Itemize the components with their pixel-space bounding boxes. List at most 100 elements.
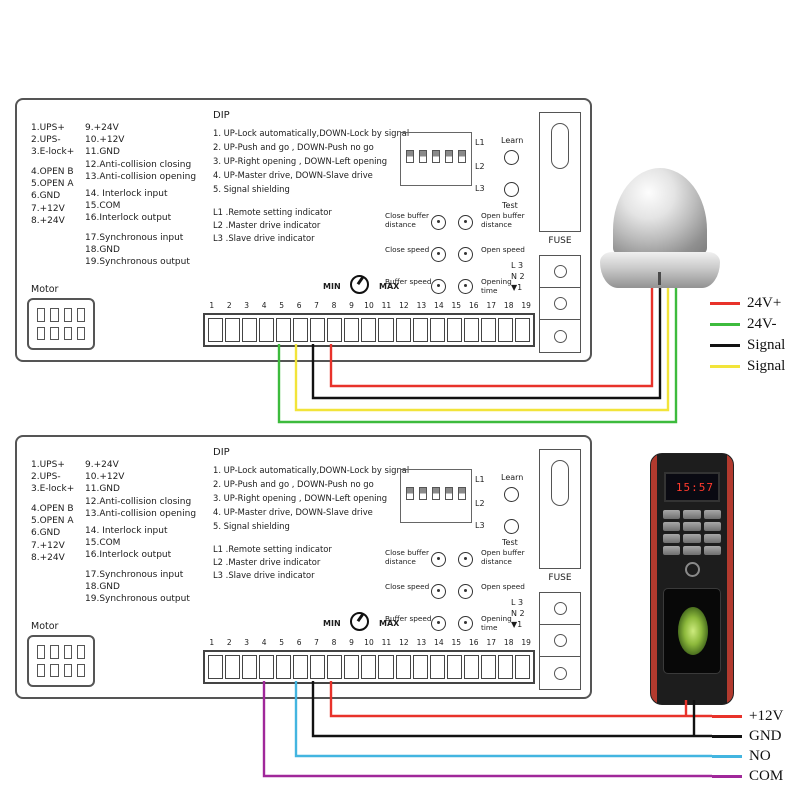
terminal-number: 17 [486, 301, 496, 310]
dip-switch [445, 487, 453, 500]
terminal-cell [327, 318, 343, 342]
terminal-number: 13 [416, 301, 427, 310]
led-l1-label: L1 [475, 138, 485, 147]
terminal-number: 12 [399, 301, 409, 310]
learn-button-label: Learn [501, 136, 524, 145]
dip-setting: 1. UP-Lock automatically,DOWN-Lock by si… [213, 128, 410, 138]
sensor-base [600, 252, 720, 288]
terminal-cell [242, 318, 258, 342]
keypad-key [683, 546, 701, 555]
device-keypad [663, 510, 721, 555]
terminal-label: 10.+12V [85, 472, 125, 483]
terminal-cell [276, 655, 292, 679]
terminal-number: 8 [331, 301, 337, 310]
keypad-key [703, 546, 721, 555]
power-terminal [540, 256, 580, 288]
device-display: 15:57 [664, 472, 720, 502]
motor-pin [50, 645, 59, 659]
terminal-number: 11 [381, 301, 392, 310]
terminal-cells [205, 652, 533, 682]
terminal-number: 10 [364, 301, 374, 310]
screw-hole-icon [553, 602, 567, 615]
indicator-description: L2 .Master drive indicator [213, 557, 321, 567]
dip-settings-list: 1. UP-Lock automatically,DOWN-Lock by si… [213, 463, 409, 533]
power-terminal-block [539, 592, 581, 690]
terminal-cell [327, 655, 343, 679]
dip-switch [432, 150, 440, 163]
top-legend-label: 24V+ [747, 295, 782, 311]
terminal-label: 16.Interlock output [85, 550, 172, 561]
fuse-icon [551, 460, 569, 506]
buffer-speed-label: Buffer speed [385, 277, 432, 286]
terminal-label: 15.COM [85, 201, 121, 212]
close-speed-label: Close speed [385, 245, 430, 254]
motor-pin [50, 663, 59, 677]
terminal-number: 16 [468, 301, 479, 310]
close-speed-knob [431, 247, 446, 262]
terminal-number: 5 [279, 301, 284, 310]
terminal-cell [429, 655, 445, 679]
mains-pin-label: L 3 [511, 261, 524, 270]
terminal-cell [293, 318, 309, 342]
motor-pin [76, 645, 85, 659]
keypad-key [683, 510, 701, 519]
test-button [504, 519, 519, 534]
terminal-label: 8.+24V [31, 215, 65, 226]
top-legend-label: Signal [747, 337, 786, 353]
terminal-number: 12 [399, 638, 409, 647]
terminal-cell [276, 318, 292, 342]
fuse-label: FUSE [548, 236, 572, 246]
top-legend-swatch [710, 302, 740, 305]
dip-switch [458, 150, 466, 163]
led-l2-label: L2 [475, 162, 485, 171]
keypad-key [683, 534, 701, 543]
dip-title: DIP [213, 110, 230, 121]
bottom-legend-row: +12V [712, 706, 783, 726]
motor-pin [37, 645, 46, 659]
screw-hole-icon [553, 265, 567, 278]
terminal-cell [395, 655, 411, 679]
terminal-label: 2.UPS- [31, 135, 61, 146]
terminal-cell [259, 655, 275, 679]
terminal-cell [259, 318, 275, 342]
test-button-label: Test [502, 201, 518, 210]
dip-setting: 4. UP-Master drive, DOWN-Slave drive [213, 507, 373, 517]
terminal-number: 14 [434, 301, 444, 310]
terminal-cells [205, 315, 533, 345]
bottom-legend-row: GND [712, 726, 783, 746]
display-time: 15:57 [675, 480, 714, 494]
terminal-label: 3.E-lock+ [31, 484, 75, 495]
terminal-number: 6 [296, 638, 302, 647]
terminal-cell [480, 655, 496, 679]
terminal-number: 7 [314, 638, 319, 647]
terminal-cell [514, 655, 530, 679]
indicator-description: L3 .Slave drive indicator [213, 570, 315, 580]
motor-label: Motor [31, 621, 59, 632]
terminal-label: 7.+12V [31, 203, 65, 214]
opening-time-label: Opening time [481, 614, 512, 632]
dip-title: DIP [213, 447, 230, 458]
terminal-label: 3.E-lock+ [31, 147, 75, 158]
bottom-legend-row: COM [712, 766, 783, 786]
terminal-cell [378, 318, 394, 342]
dip-setting: 4. UP-Master drive, DOWN-Slave drive [213, 170, 373, 180]
fuse-holder [539, 449, 581, 569]
terminal-label: 6.GND [31, 191, 61, 202]
indicator-description: L3 .Slave drive indicator [213, 233, 315, 243]
terminal-label: 17.Synchronous input [85, 570, 184, 580]
terminal-label: 12.Anti-collision closing [85, 159, 192, 170]
open-buffer-distance-knob [458, 552, 473, 567]
keypad-key [703, 534, 721, 543]
dip-setting: 3. UP-Right opening , DOWN-Left opening [213, 156, 388, 166]
terminal-cell [344, 655, 360, 679]
motor-pin [50, 308, 59, 322]
close-buffer-distance-label: Close buffer distance [385, 211, 429, 229]
top-legend-row: 24V+ [710, 293, 785, 314]
close-buffer-distance-knob [431, 552, 446, 567]
learn-button-label: Learn [501, 473, 524, 482]
terminal-label: 8.+24V [31, 552, 65, 563]
